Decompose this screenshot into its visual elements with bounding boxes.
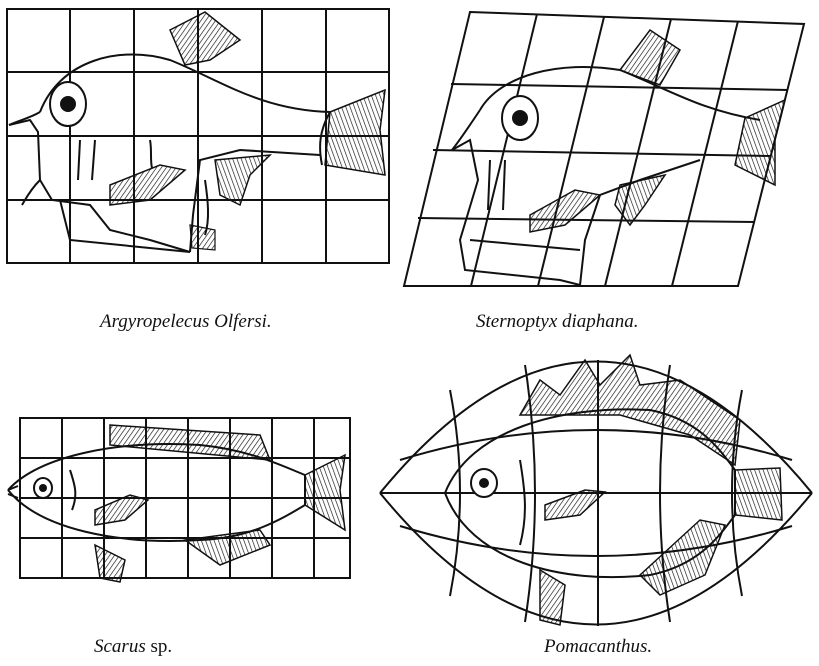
caption-sternoptyx: Sternoptyx diaphana. [476, 311, 639, 333]
caption-scarus-name: Scarus [94, 636, 146, 657]
tail-fin-sternoptyx [735, 100, 785, 185]
dorsal-fin-scarus [110, 425, 270, 460]
caption-scarus: Scarus sp. [94, 636, 172, 658]
pelvic-fin-pomacanthus [540, 570, 565, 625]
panel-sternoptyx [404, 12, 804, 286]
caption-argyropelecus-name: Argyropelecus Olfersi. [100, 311, 272, 332]
panel-pomacanthus [380, 355, 812, 626]
anal-fin-pomacanthus [640, 520, 725, 595]
caption-pomacanthus-name: Pomacanthus. [544, 636, 652, 657]
panel-argyropelecus [7, 9, 389, 263]
pectoral-fin-pomacanthus [545, 490, 605, 520]
tail-fin-argyropelecus [325, 90, 385, 175]
caption-argyropelecus: Argyropelecus Olfersi. [100, 311, 272, 333]
tail-fin-pomacanthus [735, 468, 782, 520]
dorsal-fin-pomacanthus [520, 355, 740, 465]
pectoral-fin-scarus [95, 495, 148, 525]
anal-fin-scarus [185, 530, 270, 565]
fish-argyropelecus [9, 54, 330, 252]
caption-scarus-suffix: sp. [146, 636, 172, 657]
caption-sternoptyx-name: Sternoptyx diaphana. [476, 311, 639, 332]
dorsal-fin-argyropelecus [170, 12, 240, 65]
panel-scarus [8, 418, 350, 582]
pelvic-fin-scarus [95, 545, 125, 582]
caption-pomacanthus: Pomacanthus. [544, 636, 652, 658]
dorsal-fin-sternoptyx [620, 30, 680, 85]
tail-fin-scarus [305, 455, 345, 530]
